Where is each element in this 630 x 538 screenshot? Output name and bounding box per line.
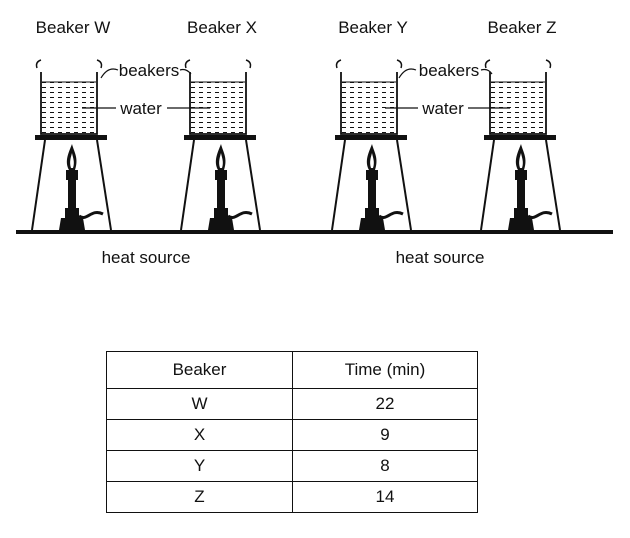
bench-line [16, 230, 613, 234]
water-label-left: water [119, 99, 162, 118]
table-row: W 22 [106, 388, 478, 420]
time-cell: 9 [292, 419, 478, 451]
apparatus-x [179, 58, 262, 232]
water-label-right: water [421, 99, 464, 118]
beakers-leader-left-a [100, 68, 119, 79]
beakers-leader-left-b [179, 68, 192, 75]
table-header-row: Beaker Time (min) [106, 351, 478, 389]
beaker-cell: X [106, 419, 293, 451]
beakers-label-left: beakers [119, 61, 179, 80]
beaker-w-title: Beaker W [36, 18, 111, 37]
beakers-leader-right-b [480, 68, 493, 75]
beaker-x-title: Beaker X [187, 18, 257, 37]
beaker-cell: Z [106, 481, 293, 513]
apparatus-z [479, 58, 562, 232]
header-beaker: Beaker [106, 351, 293, 389]
table-row: Z 14 [106, 481, 478, 513]
results-table: Beaker Time (min) W 22 X 9 Y 8 Z 14 [106, 351, 478, 513]
beakers-label-right: beakers [419, 61, 479, 80]
apparatus-y [330, 58, 413, 232]
beaker-cell: W [106, 388, 293, 420]
beaker-z-title: Beaker Z [488, 18, 557, 37]
apparatus-w [30, 58, 113, 232]
table-row: X 9 [106, 419, 478, 451]
beaker-cell: Y [106, 450, 293, 482]
beaker-y-title: Beaker Y [338, 18, 408, 37]
beakers-leader-right-a [398, 68, 417, 79]
time-cell: 14 [292, 481, 478, 513]
header-time: Time (min) [292, 351, 478, 389]
table-row: Y 8 [106, 450, 478, 482]
time-cell: 22 [292, 388, 478, 420]
time-cell: 8 [292, 450, 478, 482]
heat-source-label-left: heat source [102, 248, 191, 267]
heat-source-label-right: heat source [396, 248, 485, 267]
